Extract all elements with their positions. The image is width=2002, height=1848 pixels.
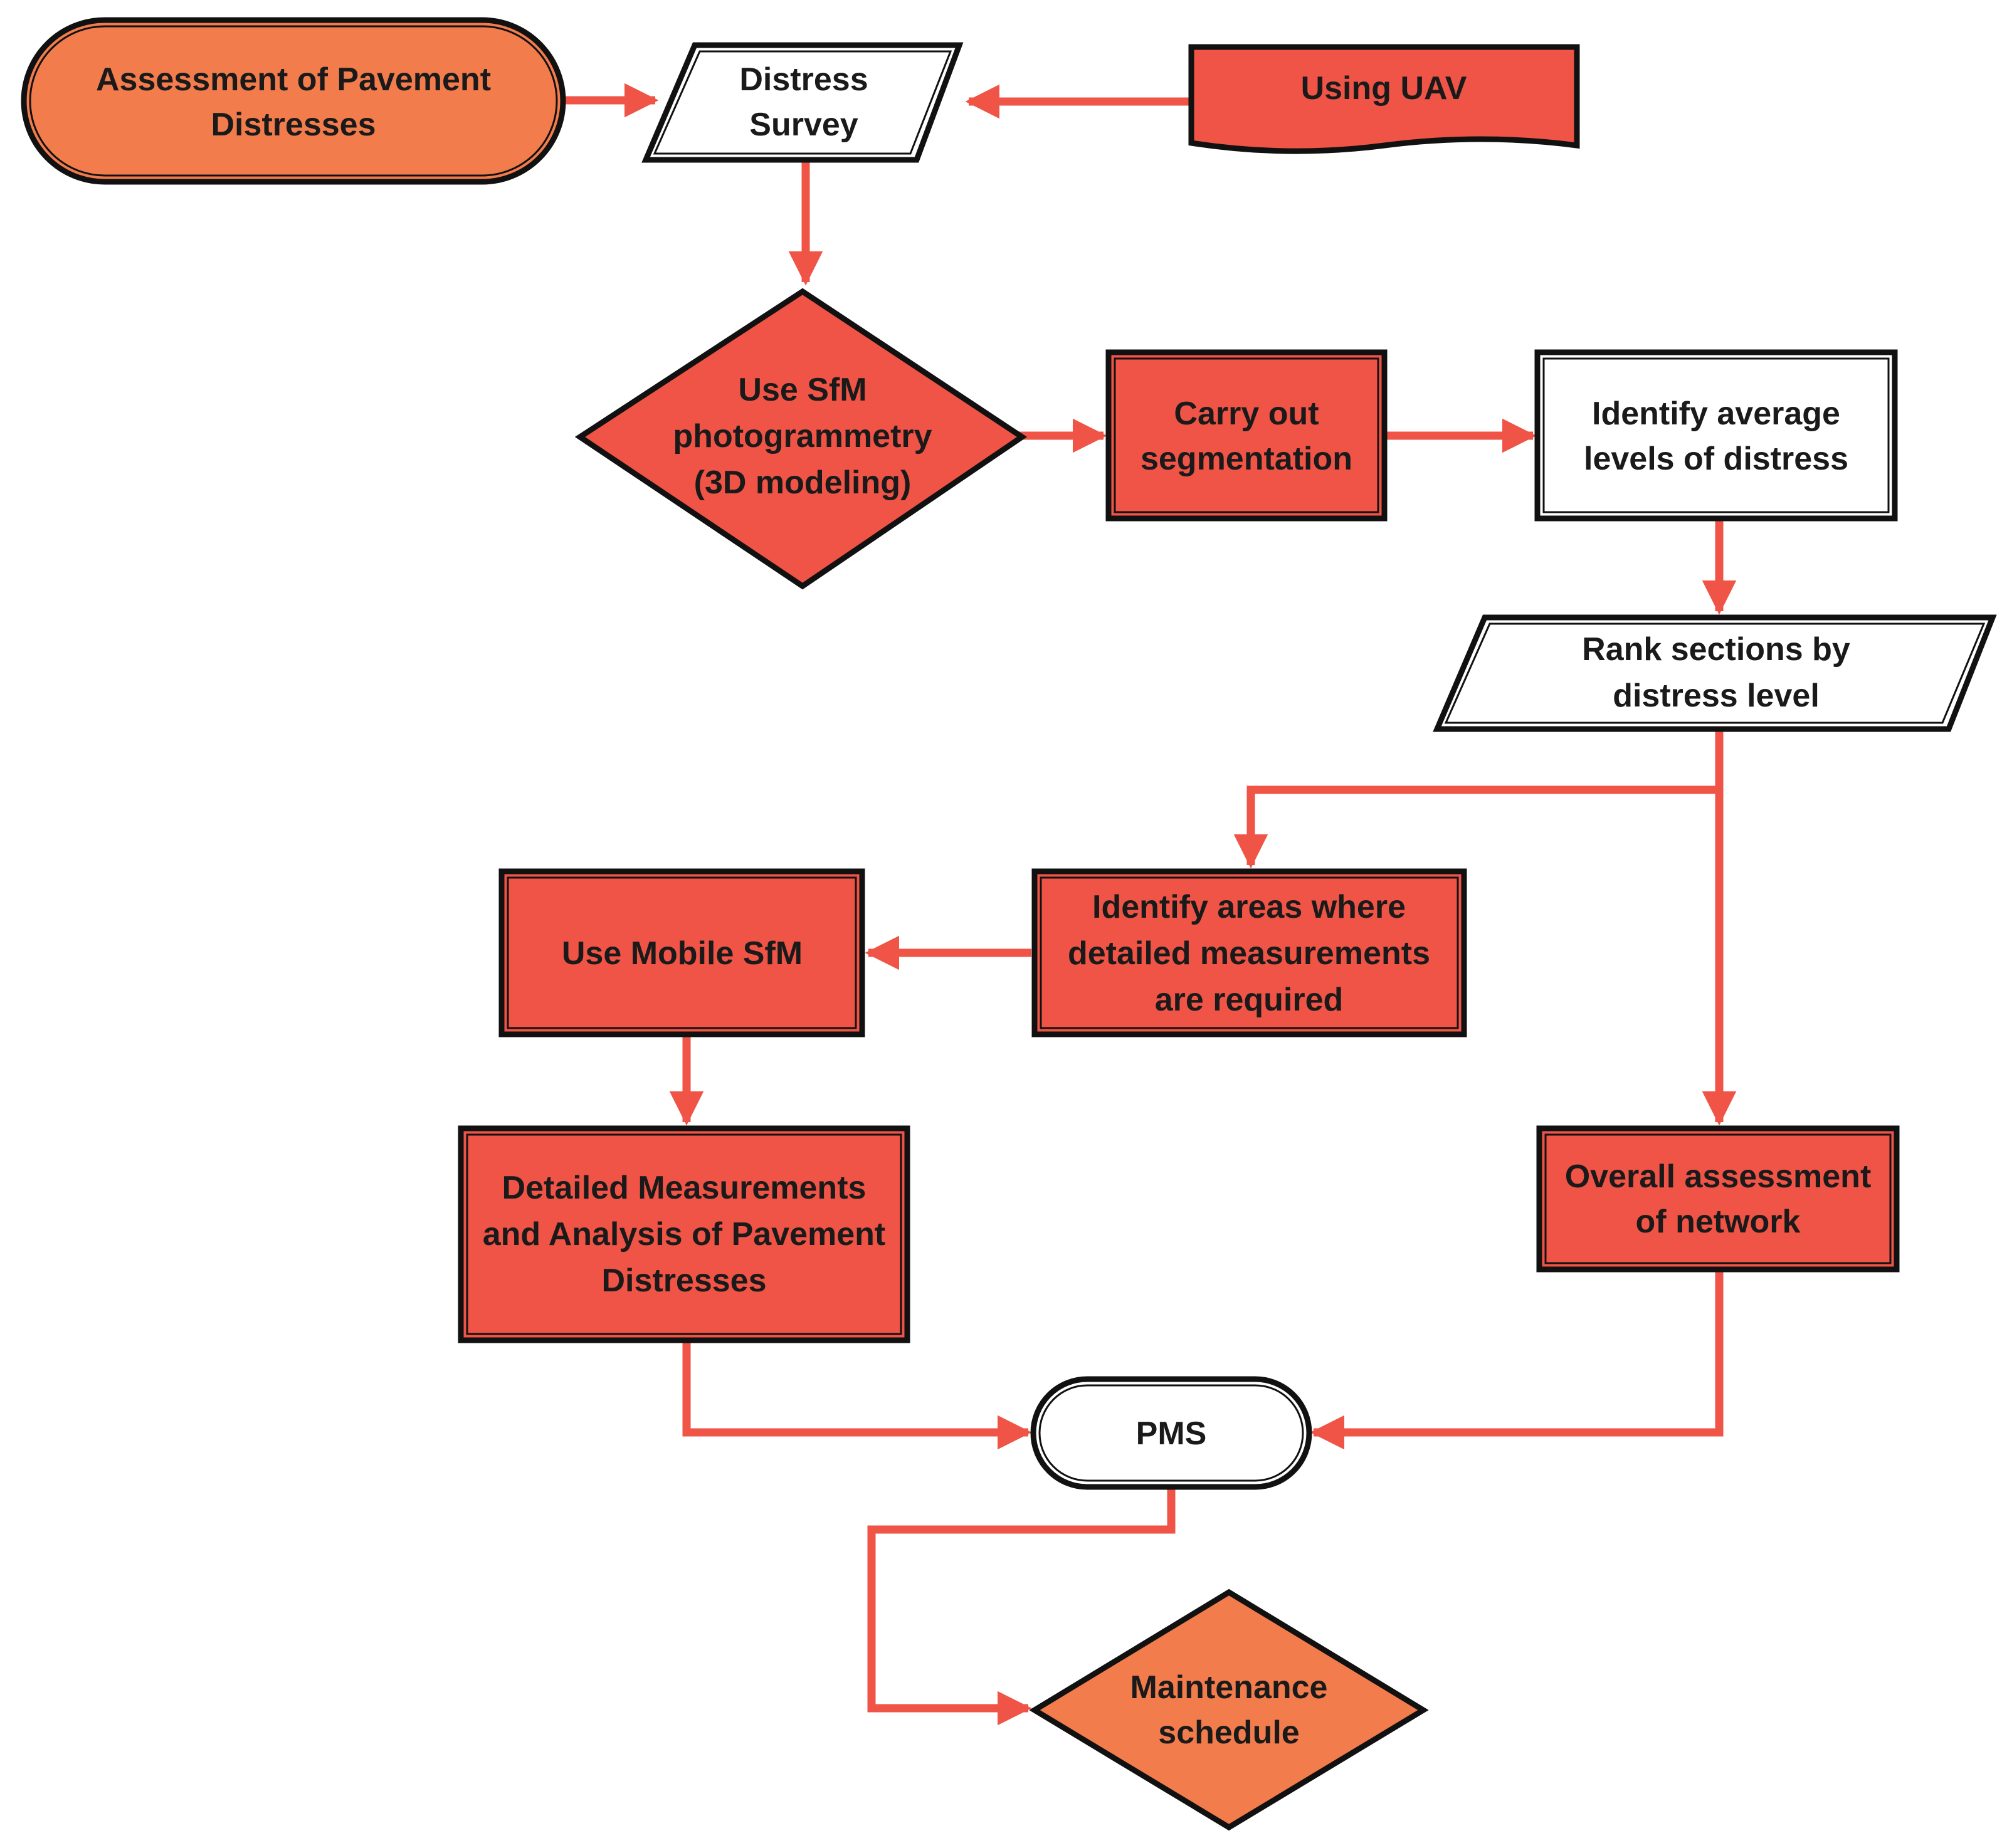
node-label-line: detailed measurements [1068,935,1430,972]
node-label-line: Use Mobile SfM [562,935,803,972]
node-label-line: Identify average [1592,396,1840,432]
node-label-line: Maintenance [1130,1669,1328,1706]
node-label-line: segmentation [1141,441,1352,477]
node-label-line: Distresses [211,107,376,143]
node-label-line: Use SfM [738,372,867,408]
node-label-line: Distress [739,61,868,98]
node-identify-areas: Identify areas where detailed measurement… [1031,868,1467,1037]
node-label-line: PMS [1136,1415,1207,1452]
node-label-line: distress level [1613,678,1820,714]
node-label-line: Assessment of Pavement [96,61,491,98]
arrow-pms-to-maintenance [867,1489,1176,1726]
node-label-line: photogrammetry [673,418,932,454]
node-label-line: Carry out [1174,396,1319,432]
node-label-line: schedule [1158,1714,1299,1751]
svg-text:Using UAV: Using UAV [1301,70,1467,107]
node-label-line: Rank sections by [1582,631,1850,668]
arrow-detailed-to-pms [682,1340,1032,1450]
node-identify-average: Identify average levels of distress [1534,349,1898,522]
arrow-overall-to-pms [1310,1269,1724,1450]
node-label-line: Survey [749,107,858,143]
arrow-rank-to-identify-areas [1233,729,1724,869]
node-label-line: of network [1636,1204,1801,1240]
node-label-line: levels of distress [1584,441,1848,477]
node-sfm-photogrammetry: Use SfM photogrammetry (3D modeling) [574,288,1028,590]
node-label-line: and Analysis of Pavement [483,1216,886,1252]
node-overall-assessment: Overall assessment of network [1536,1125,1900,1273]
node-label-line: Distresses [601,1263,766,1299]
node-segmentation: Carry out segmentation [1105,349,1388,522]
node-label-line: (3D modeling) [694,465,912,501]
svg-text:Use Mobile SfM: Use Mobile SfM [562,935,803,972]
node-maintenance-schedule: Maintenance schedule [1029,1588,1429,1831]
node-using-uav: Using UAV [1188,44,1580,154]
node-pms: PMS [1030,1376,1312,1490]
node-label-line: Detailed Measurements [502,1170,867,1206]
node-mobile-sfm: Use Mobile SfM [498,868,865,1037]
node-label-line: are required [1155,982,1344,1018]
node-detailed-measurements: Detailed Measurements and Analysis of Pav… [458,1125,910,1343]
node-label-line: Using UAV [1301,70,1467,107]
node-label-line: Identify areas where [1092,889,1406,925]
node-rank-sections: Rank sections by distress level [1433,614,1997,732]
node-label-line: Overall assessment [1565,1158,1872,1195]
svg-text:PMS: PMS [1136,1415,1207,1452]
connectors [561,83,1737,1726]
